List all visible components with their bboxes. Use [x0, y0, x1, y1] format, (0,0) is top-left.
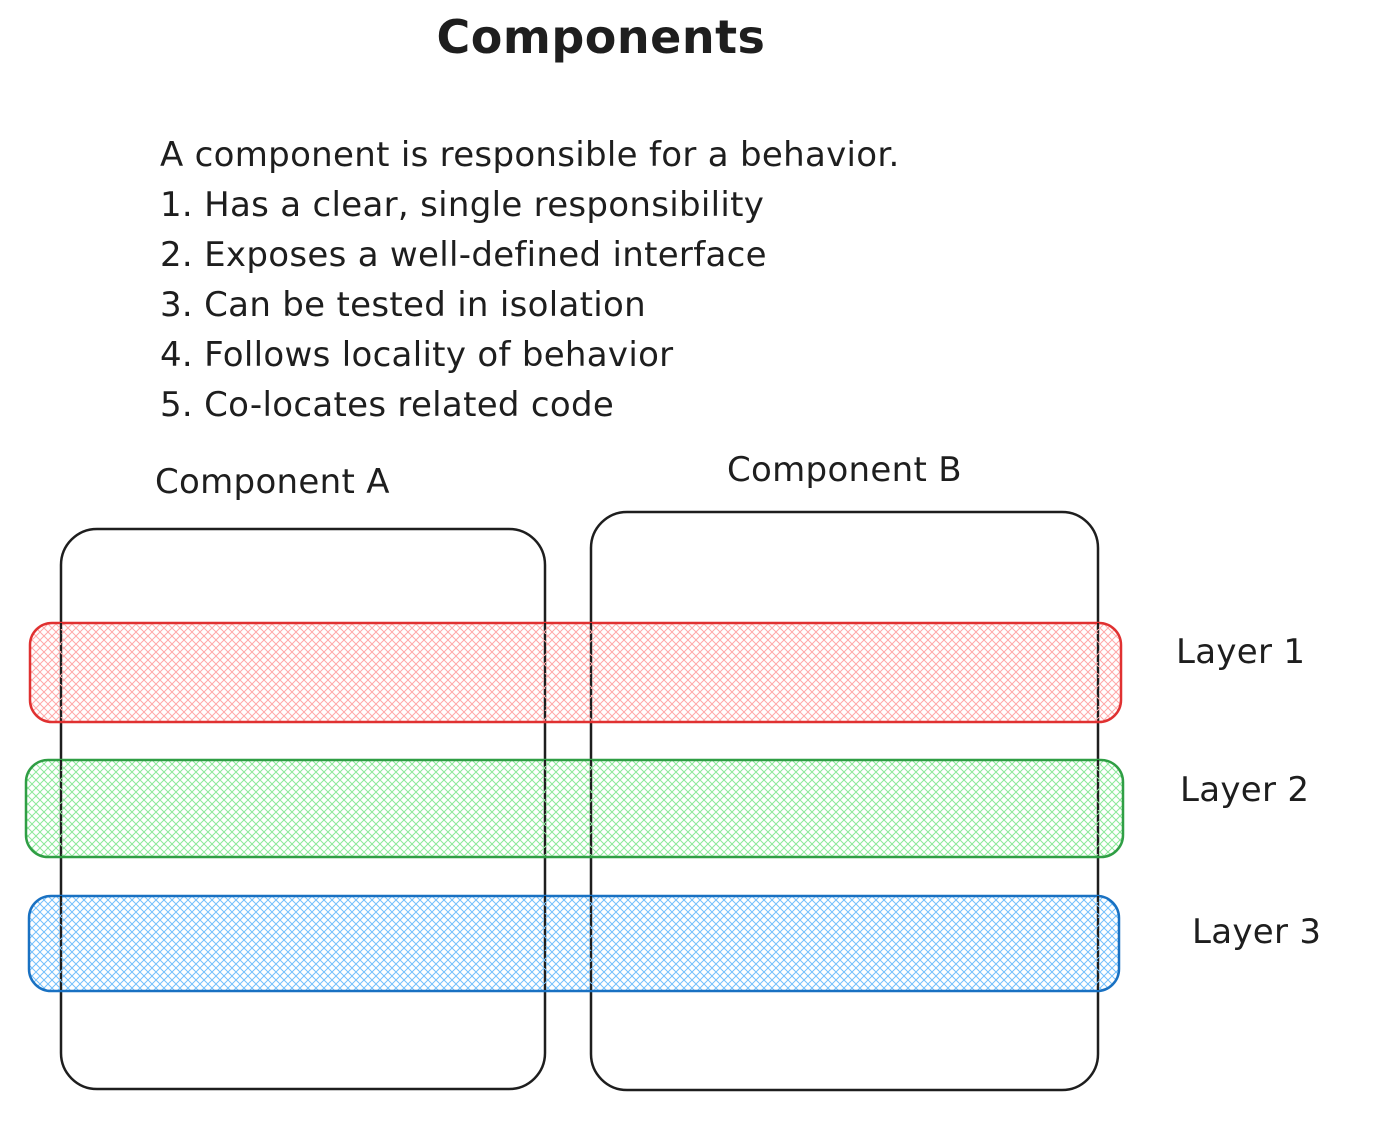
description-intro: A component is responsible for a behavio… — [160, 135, 900, 175]
diagram-title: Components — [436, 10, 766, 64]
component-b-label: Component B — [727, 450, 962, 490]
description-point-5: 5. Co-locates related code — [160, 385, 615, 425]
component-a-label: Component A — [155, 462, 390, 502]
layer-3-band[interactable] — [27, 894, 1121, 993]
description-point-3: 3. Can be tested in isolation — [160, 285, 646, 325]
layer-2-label: Layer 2 — [1180, 770, 1310, 810]
description-block: A component is responsible for a behavio… — [160, 130, 900, 430]
description-point-1: 1. Has a clear, single responsibility — [160, 185, 765, 225]
description-point-4: 4. Follows locality of behavior — [160, 335, 674, 375]
component-edges-over-layers — [60, 623, 1099, 991]
layer-1-band[interactable] — [28, 621, 1123, 724]
description-point-2: 2. Exposes a well-defined interface — [160, 235, 767, 275]
layer-1-label: Layer 1 — [1176, 632, 1306, 672]
layer-3-label: Layer 3 — [1192, 912, 1322, 952]
layer-2-band[interactable] — [24, 758, 1125, 859]
